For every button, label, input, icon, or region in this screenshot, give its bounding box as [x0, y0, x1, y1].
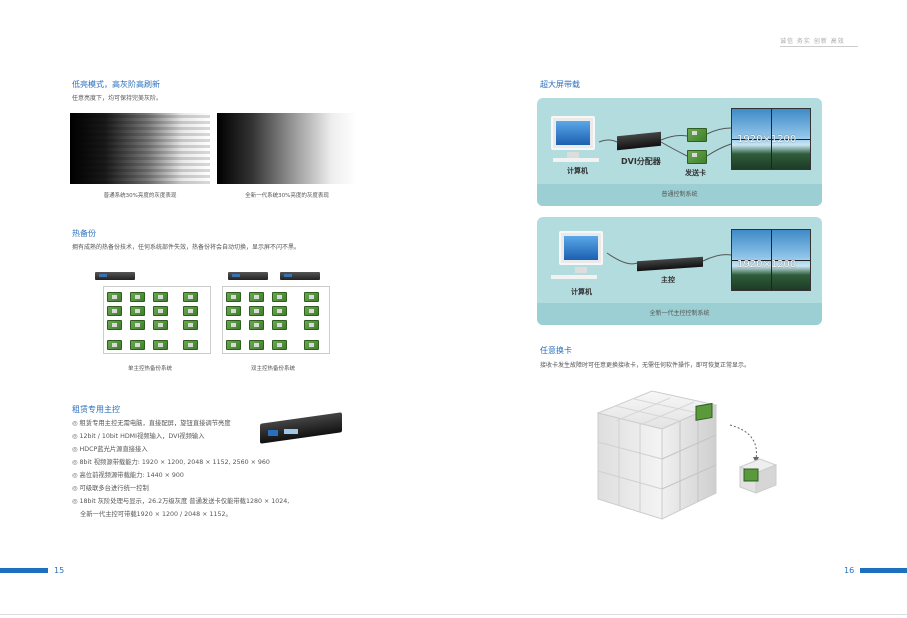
section-desc-hot-backup: 拥有成熟的热备份技术，任何系统部件失效，热备份将会自动切换，显示屏不闪不黑。: [72, 244, 301, 251]
caption-normal-gray: 普通系统30%亮度的灰度表现: [103, 193, 177, 199]
caption-dual-backup: 双主控热备份系统: [250, 366, 295, 372]
rental-controller-image: [258, 408, 344, 446]
sender-card-label: 发送卡: [685, 169, 706, 177]
rental-bullet-3: ◎ HDCP蓝光片源直接接入: [72, 446, 148, 453]
led-screen-2: [731, 229, 811, 291]
panel1-cables: [598, 127, 732, 157]
footer-bar-right: [860, 568, 907, 573]
bottom-border: [0, 614, 907, 615]
cube-illustration: [596, 390, 778, 520]
section-title-rental-controller: 租赁专用主控: [72, 405, 120, 414]
screen-resolution-1: 1920×1200: [737, 134, 797, 145]
rental-bullet-8: 全新一代主控可带载1920 × 1200 / 2048 × 1152。: [80, 511, 232, 518]
section-title-hot-backup: 热备份: [72, 229, 96, 238]
section-desc-low-brightness: 任意亮度下，均可保持完美灰阶。: [72, 95, 163, 102]
header-slogan: 诚信 务实 创新 高效: [780, 38, 845, 45]
page-number-left: 15: [54, 566, 65, 575]
dual-backup-diagram: [222, 268, 337, 356]
panel2-cables: [606, 252, 732, 265]
led-screen-1: [731, 108, 811, 170]
rental-bullet-1: ◎ 租赁专用主控无需电脑，直接配屏，旋钮直接调节亮度: [72, 420, 231, 427]
rental-bullet-4: ◎ 8bit 视频源带载能力: 1920 × 1200, 2048 × 1152…: [72, 459, 270, 466]
new-control-system-panel: 计算机 主控 1920×1200 全新一代主控控制系统: [537, 217, 822, 325]
rental-bullet-7: ◎ 18bit 灰阶处理与显示，26.2万级灰度 普通发送卡仅能带载1280 ×…: [72, 498, 290, 505]
caption-new-gray: 全新一代系统30%亮度的灰度表现: [245, 193, 329, 199]
rental-bullet-2: ◎ 12bit / 10bit HDMI视频输入，DVI视频输入: [72, 433, 205, 440]
caption-single-backup: 单主控热备份系统: [127, 366, 172, 372]
rental-bullet-6: ◎ 可级联多台进行统一控制: [72, 485, 149, 492]
section-title-low-brightness: 低亮模式，高灰阶高刷新: [72, 80, 160, 89]
section-desc-swap-card: 接收卡发生故障时可任意更换接收卡，无需任何软件操作，即可恢复正常显示。: [540, 362, 751, 369]
pc-label-1: 计算机: [567, 167, 588, 175]
section-title-swap-card: 任意换卡: [540, 346, 572, 355]
panel2-footer: 全新一代主控控制系统: [537, 303, 822, 325]
screen-resolution-2: 1920×1200: [737, 259, 797, 270]
footer-bar-left: [0, 568, 48, 573]
page-number-right: 16: [844, 566, 855, 575]
header-slogan-underline: [780, 46, 858, 47]
gray-image-new: [217, 113, 357, 184]
controller-label: 主控: [661, 276, 675, 284]
single-backup-diagram: [95, 268, 211, 356]
gray-image-normal: [70, 113, 210, 184]
rental-bullet-5: ◎ 高位前视频源带载能力: 1440 × 900: [72, 472, 184, 479]
panel1-footer: 普通控制系统: [537, 184, 822, 206]
section-title-large-screen: 超大屏带载: [540, 80, 580, 89]
pc-label-2: 计算机: [571, 288, 592, 296]
normal-control-system-panel: 计算机 DVI分配器 发送卡 1920×1200 普通控制系统: [537, 98, 822, 206]
dvi-splitter-label: DVI分配器: [621, 157, 661, 166]
